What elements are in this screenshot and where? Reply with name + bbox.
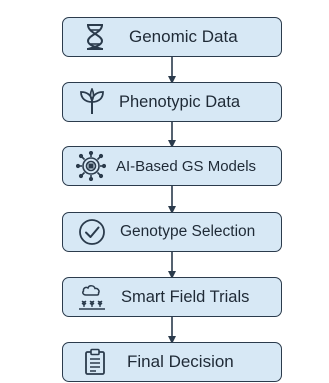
step-smart-field-trials: Smart Field Trials [62, 277, 282, 317]
step-genotype-selection: Genotype Selection [62, 212, 282, 252]
step-genomic-data: Genomic Data [62, 17, 282, 57]
plant-sprout-icon [77, 83, 107, 121]
step-label: Final Decision [127, 352, 234, 371]
ai-chip-gear-icon [74, 147, 108, 185]
check-circle-icon [74, 213, 110, 251]
step-label: AI-Based GS Models [116, 157, 257, 175]
step-label: Phenotypic Data [119, 92, 241, 111]
step-phenotypic-data: Phenotypic Data [62, 82, 282, 122]
step-ai-based-gs-models: AI-Based GS Models [62, 146, 282, 186]
dna-helix-icon [81, 18, 109, 56]
step-label: Smart Field Trials [121, 287, 250, 306]
cloud-field-icon [74, 278, 110, 316]
step-label: Genomic Data [129, 27, 238, 46]
step-label: Genotype Selection [120, 223, 256, 240]
clipboard-icon [81, 343, 109, 381]
step-final-decision: Final Decision [62, 342, 282, 382]
